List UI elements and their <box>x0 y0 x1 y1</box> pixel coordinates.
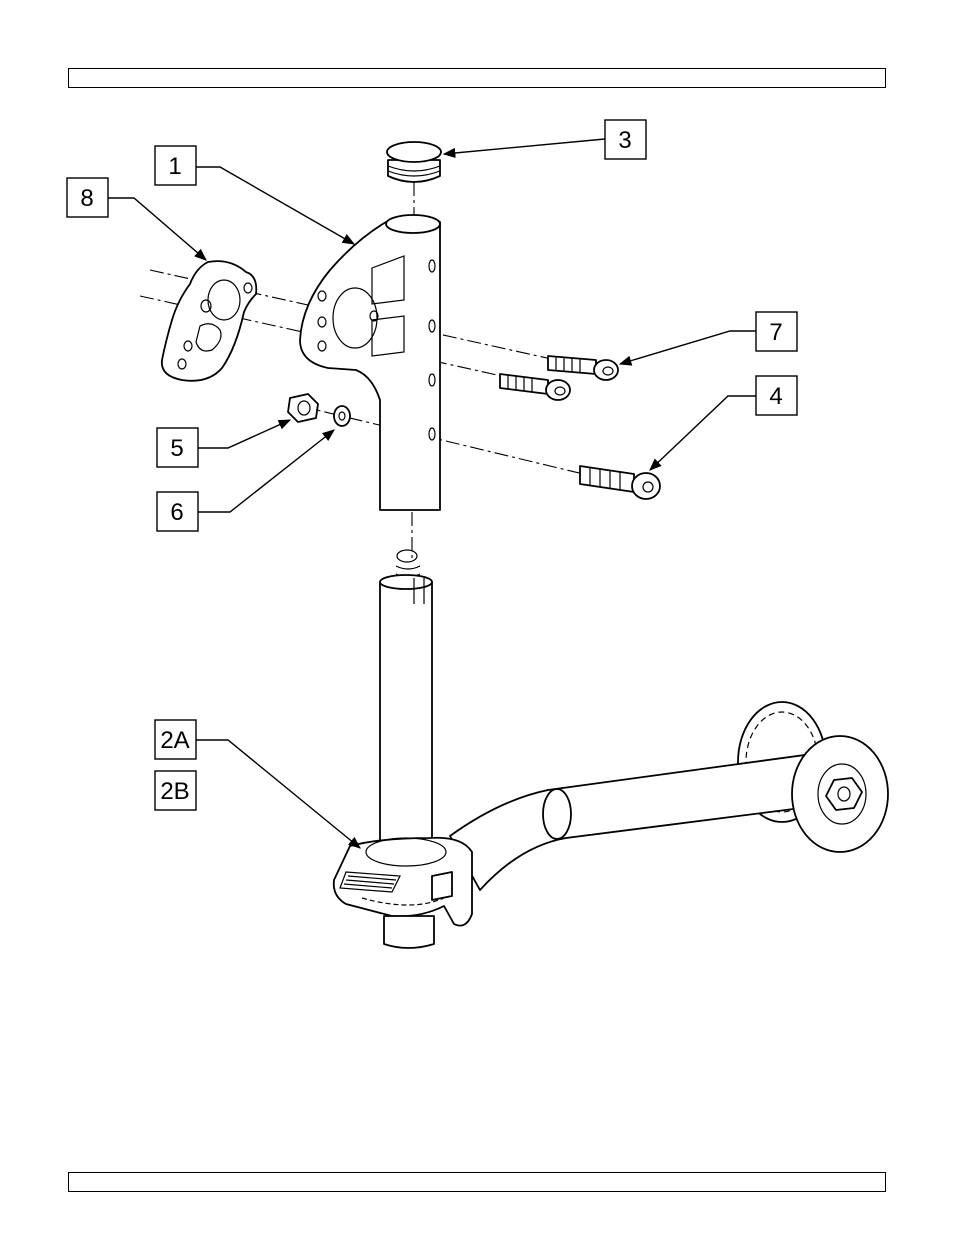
callout-1: 1 <box>155 146 196 185</box>
part-4-button-screw <box>580 466 660 499</box>
callout-3-label: 3 <box>618 127 631 154</box>
part-7-socket-screws <box>500 356 618 400</box>
spring-and-tube <box>380 550 432 870</box>
callout-5-label: 5 <box>170 435 183 462</box>
callout-8: 8 <box>67 178 108 217</box>
callout-3: 3 <box>605 120 646 159</box>
part-1-bracket-housing <box>300 215 440 510</box>
callout-2a-label: 2A <box>160 727 189 754</box>
callout-7-label: 7 <box>769 319 782 346</box>
part-3-end-cap <box>387 142 441 182</box>
callout-2a: 2A <box>155 720 196 759</box>
callout-2b: 2B <box>155 771 196 810</box>
callout-6-label: 6 <box>170 499 183 526</box>
callout-2b-label: 2B <box>160 778 189 805</box>
part-6-washer <box>334 406 350 426</box>
callout-5: 5 <box>157 428 198 467</box>
callout-8-label: 8 <box>80 185 93 212</box>
callout-6: 6 <box>157 492 198 531</box>
callout-1-label: 1 <box>168 153 181 180</box>
part-5-nut <box>288 394 318 422</box>
callout-4-label: 4 <box>769 383 782 410</box>
callout-7: 7 <box>756 312 797 351</box>
part-8-mounting-plate <box>162 261 256 381</box>
callout-4: 4 <box>756 376 797 415</box>
